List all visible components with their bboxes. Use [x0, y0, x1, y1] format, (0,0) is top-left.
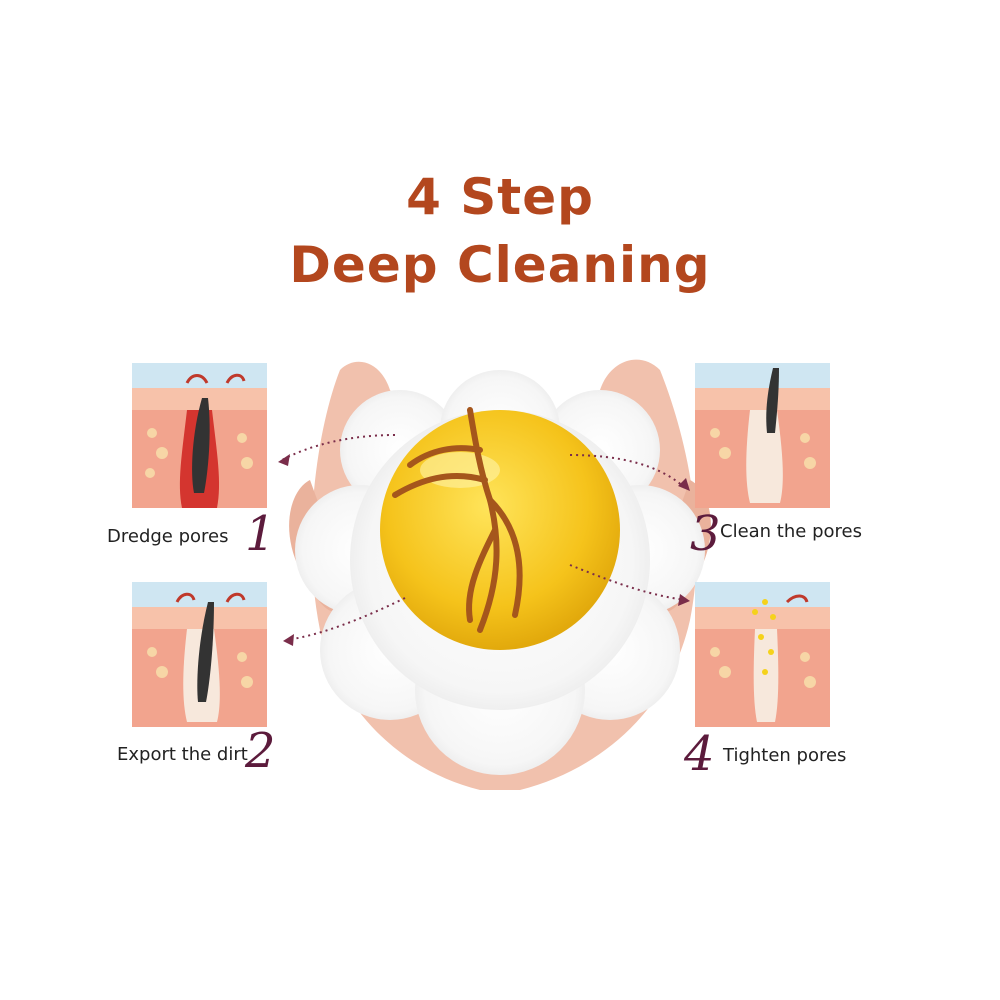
step-3-label: Clean the pores [720, 521, 862, 542]
step-4-label: Tighten pores [723, 745, 847, 766]
step-3-illustration [695, 363, 830, 508]
page-title-line-1: 4 Step [406, 168, 594, 226]
step-4-number: 4 [684, 726, 715, 782]
step-2-illustration [132, 582, 267, 727]
step-3-number: 3 [690, 506, 721, 562]
step-1-illustration [132, 363, 267, 508]
step-2-label: Export the dirt [117, 744, 248, 765]
step-2-number: 2 [245, 723, 276, 779]
step-1-number: 1 [245, 506, 276, 562]
step-4-illustration [695, 582, 830, 727]
step-1-label: Dredge pores [107, 526, 229, 547]
page-title-line-2: Deep Cleaning [289, 236, 711, 294]
soap-in-hands-image [289, 359, 711, 790]
